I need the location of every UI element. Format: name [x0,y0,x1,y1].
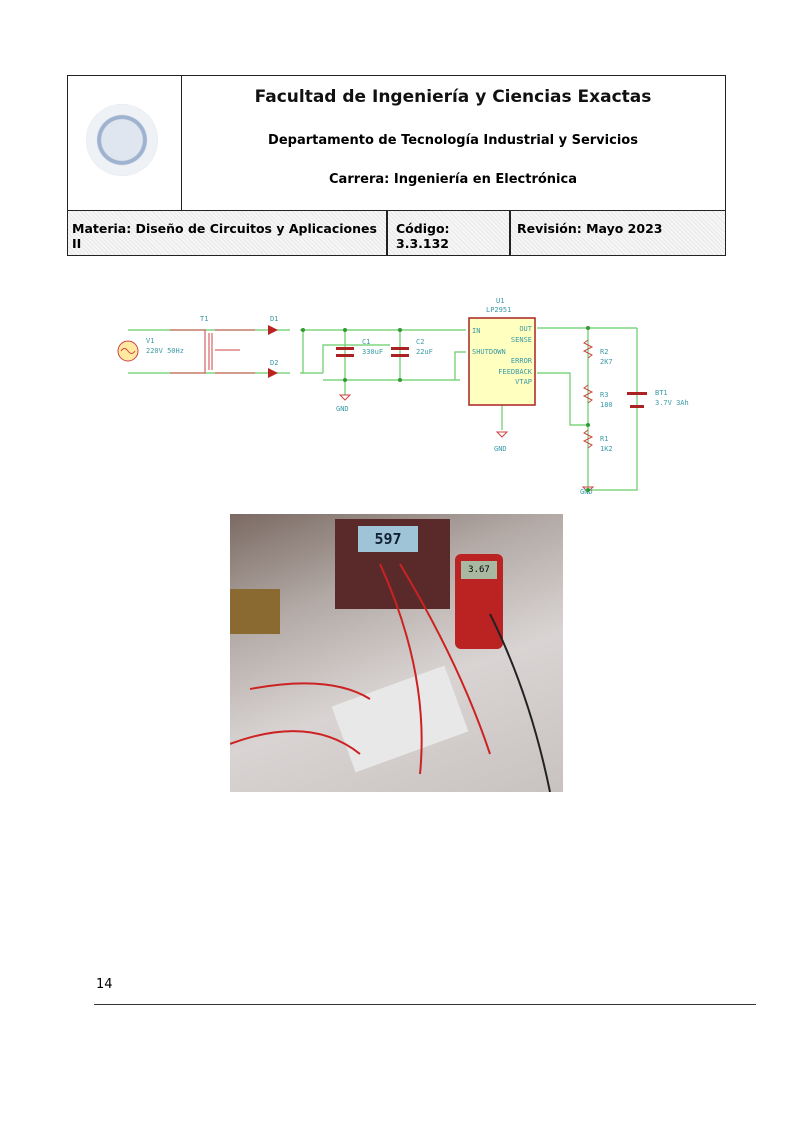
revision-cell: Revisión: Mayo 2023 [517,221,663,236]
lab-setup-photo: 597 3.67 [230,514,563,792]
gnd-label: GND [494,445,507,453]
r1-label: R1 [600,435,608,443]
pin-error: ERROR [511,357,533,365]
c1-value: 330uF [362,348,383,356]
code-cell: Código: 3.3.132 [388,211,511,255]
pin-out: OUT [519,325,532,333]
diode-d1 [268,325,278,335]
r2-value: 2K7 [600,358,613,366]
dmm-display: 3.67 [461,561,497,579]
r3-value: 180 [600,401,613,409]
department-title: Departamento de Tecnología Industrial y … [268,133,638,148]
gnd-label: GND [336,405,349,413]
lp2951-chip [468,317,536,406]
logo-cell [68,76,182,210]
r3-label: R3 [600,391,608,399]
r1-value: 1K2 [600,445,613,453]
u1-value: LP2951 [486,306,511,314]
subject-cell: Materia: Diseño de Circuitos y Aplicacio… [68,211,388,255]
u1-label: U1 [496,297,504,305]
bt1-value: 3.7V 3Ah [655,399,689,407]
r2-label: R2 [600,348,608,356]
v1-label: V1 [146,337,154,345]
c1-label: C1 [362,338,370,346]
pin-in: IN [472,327,480,335]
gnd-label: GND [580,488,593,496]
d2-label: D2 [270,359,278,367]
page-number: 14 [96,977,113,992]
footer-rule [94,1004,756,1005]
c2-label: C2 [416,338,424,346]
c2-value: 22uF [416,348,433,356]
university-seal-logo [86,104,158,176]
d1-label: D1 [270,315,278,323]
bt1-label: BT1 [655,389,668,397]
header-table: Facultad de Ingeniería y Ciencias Exacta… [67,75,726,256]
circuit-schematic: V1 220V 50Hz T1 D1 D2 C1 330uF C2 22uF G… [117,297,689,496]
career-title: Carrera: Ingeniería en Electrónica [329,172,577,187]
pin-vtap: VTAP [515,378,532,386]
diode-d2 [268,368,278,378]
pin-sense: SENSE [511,336,532,344]
pin-shutdown: SHUTDOWN [472,348,506,356]
pin-feedback: FEEDBACK [498,368,533,376]
faculty-title: Facultad de Ingeniería y Ciencias Exacta… [254,87,652,107]
t1-label: T1 [200,315,208,323]
v1-value: 220V 50Hz [146,347,184,355]
meter-display: 597 [358,526,418,552]
